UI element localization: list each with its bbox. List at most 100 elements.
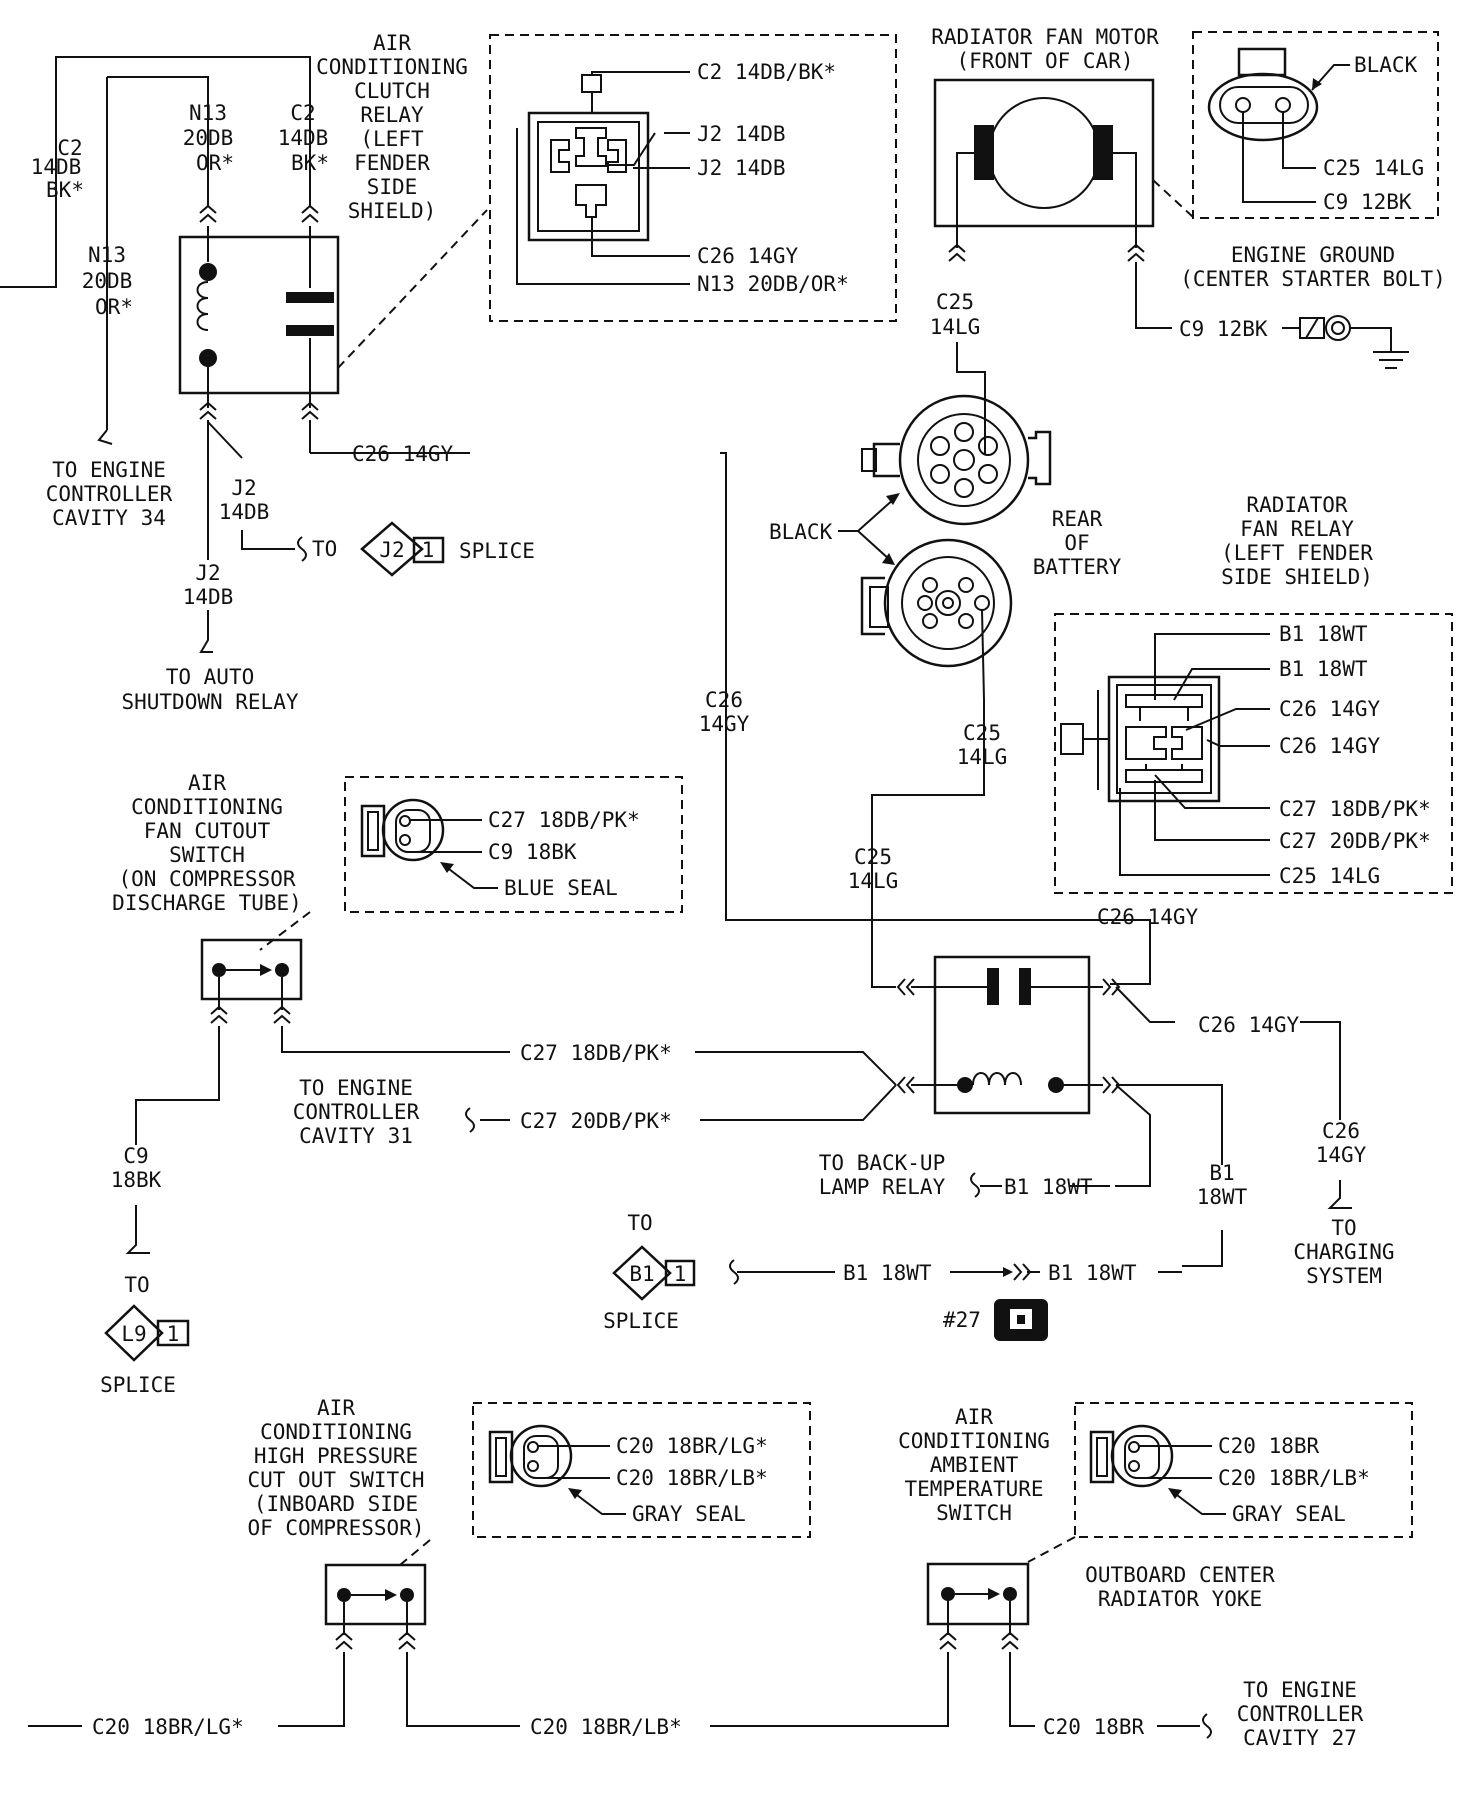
label-line: DISCHARGE TUBE) [112,891,302,915]
pin-label: C20 18BR/LB* [616,1466,768,1490]
cutout-connector-callout: C27 18DB/PK* C9 18BK BLUE SEAL [344,776,683,913]
label-line: RELAY [360,103,424,127]
wire-label: C25 [963,721,1001,745]
splice-id: L9 [121,1322,146,1346]
label-line: TEMPERATURE [904,1477,1043,1501]
wire-label: OR* [95,295,133,319]
radiator-fan-motor-title: RADIATOR FAN MOTOR [931,25,1159,49]
to-label: TO [124,1273,149,1297]
label-line: CAVITY 31 [299,1124,413,1148]
fan-relay-wires [465,985,1352,1267]
pin-label: J2 14DB [697,122,786,146]
fan-relay-symbol [897,955,1120,1115]
wire-label: C27 18DB/PK* [520,1041,672,1065]
wire-label: 14DB [278,126,329,150]
j2-wires [199,420,1151,985]
fan-relay-connector-icon [1060,675,1221,803]
wire-label: C25 [854,845,892,869]
wire-label: C2 [290,101,315,125]
b1-splice-symbol: B1 1 [612,1245,696,1301]
label-line: TO [1331,1216,1356,1240]
label-line: SWITCH [936,1501,1012,1525]
clutch-relay-symbol [178,205,340,420]
wire-label: OR* [196,151,234,175]
wire-label: 14DB [183,585,234,609]
wire-label: 20DB [82,269,133,293]
wire-label: C9 12BK [1179,317,1268,341]
wire-label: 14DB [219,500,270,524]
label-line: CAVITY 27 [1243,1726,1357,1750]
ambient-switch-symbol [710,1562,1212,1739]
wire-label: 18WT [1197,1185,1248,1209]
wire-label: 18BK [111,1168,162,1192]
radiator-fan-motor-sub: (FRONT OF CAR) [956,49,1133,73]
label-line: TO ENGINE [299,1076,413,1100]
pin-label: C26 14GY [1279,697,1381,721]
label-line: CONDITIONING [131,795,283,819]
b1-splice-row [729,1259,1182,1285]
wire-label: C25 [936,290,974,314]
label-line: RADIATOR YOKE [1098,1587,1262,1611]
wire-label: C9 [123,1144,148,1168]
pin-label: C20 18BR [1218,1434,1320,1458]
label-line: FENDER [354,151,430,175]
pin-label: C25 14LG [1323,156,1424,180]
wire-label: B1 [1209,1161,1234,1185]
label-line: CONDITIONING [260,1420,412,1444]
wire-label: C26 [1322,1119,1360,1143]
pin-label: B1 18WT [1279,657,1368,681]
label-line: TO ENGINE [52,458,166,482]
label-line: CONTROLLER [293,1100,420,1124]
label-line: AMBIENT [930,1453,1019,1477]
label-line: FAN CUTOUT [144,819,271,843]
label-line: AIR [955,1405,993,1429]
engine-ground-label: ENGINE GROUND [1231,243,1395,267]
label-line: BATTERY [1033,555,1122,579]
label-line: CUT OUT SWITCH [247,1468,424,1492]
wire-label: 14GY [699,712,750,736]
wire-label: 14DB [31,155,82,179]
wire-label: BK* [291,151,329,175]
pin-label: N13 20DB/OR* [697,272,849,296]
label-line: TO BACK-UP [819,1151,945,1175]
pin-label: C26 14GY [1279,734,1381,758]
splice-label: SPLICE [603,1309,679,1333]
label-line: HIGH PRESSURE [254,1444,418,1468]
label-line: SYSTEM [1306,1264,1382,1288]
engine-ground-label: (CENTER STARTER BOLT) [1180,267,1446,291]
label-line: FAN RELAY [1240,517,1354,541]
label-line: OF COMPRESSOR) [247,1516,424,1540]
pin-label: C20 18BR/LG* [616,1434,768,1458]
label-line: RADIATOR [1246,493,1348,517]
label-line: CONTROLLER [46,482,173,506]
label-line: SIDE [367,175,418,199]
clutch-relay-connector-callout: C2 14DB/BK* J2 14DB J2 14DB C26 14GY N13… [489,34,897,322]
wire-label: 20DB [183,126,234,150]
label-line: (ON COMPRESSOR [118,867,295,891]
pin-label: GRAY SEAL [632,1502,746,1526]
wire-label: 14LG [930,315,981,339]
black-label: BLACK [769,520,833,544]
pin-label: C2 14DB/BK* [697,60,836,84]
splice-id: J2 [379,538,404,562]
reference-27: #27 [943,1308,981,1332]
pin-label: C20 18BR/LB* [1218,1466,1370,1490]
wire-label: C26 14GY [1097,905,1199,929]
wire-label: 14LG [957,745,1008,769]
l9-splice-symbol: L9 1 [104,1304,190,1362]
splice-pin: 1 [422,538,435,562]
label-line: SIDE SHIELD) [1221,565,1373,589]
splice-pin: 1 [674,1262,687,1286]
wire-label: C26 [705,688,743,712]
pin-label: C9 18BK [488,840,577,864]
fan-motor-symbol [933,78,1155,262]
wire-label: N13 [189,101,227,125]
pin-label: C27 20DB/PK* [1279,829,1431,853]
wire-label: C20 18BR/LG* [92,1715,244,1739]
wire-label: B1 18WT [843,1261,932,1285]
label-line: LAMP RELAY [819,1175,946,1199]
ac-clutch-relay-label: AIR CONDITIONING CLUTCH RELAY (LEFT FEND… [316,31,468,223]
wire-label: C20 18BR [1043,1715,1145,1739]
label-line: SHUTDOWN RELAY [121,690,298,714]
